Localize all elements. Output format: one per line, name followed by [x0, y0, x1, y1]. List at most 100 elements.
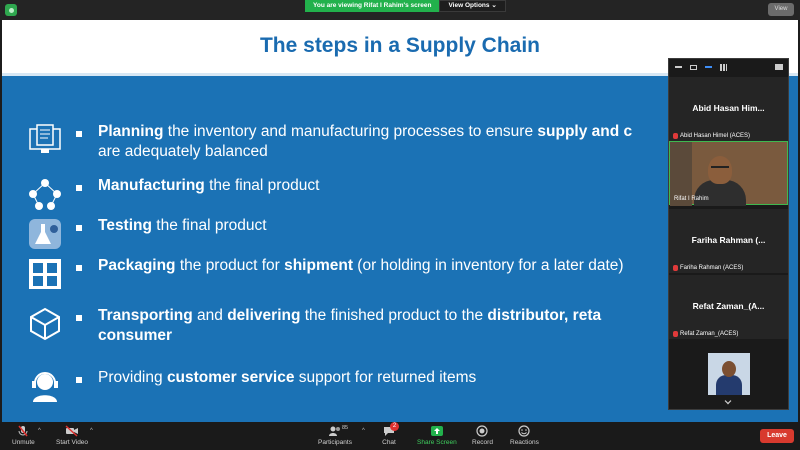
participant-label: Fariha Rahman (ACES) — [673, 265, 743, 271]
step-text: Planning the inventory and manufacturing… — [98, 122, 718, 162]
video-background — [670, 142, 692, 206]
mic-muted-icon — [673, 331, 678, 337]
flask-icon — [26, 216, 64, 252]
view-button[interactable]: View — [768, 3, 794, 16]
participant-label-text: Abid Hasan Himel (ACES) — [680, 133, 751, 139]
gallery-strip-icon[interactable] — [705, 66, 712, 68]
chevron-down-icon[interactable] — [724, 397, 732, 405]
participants-video-panel: Abid Hasan Him... Abid Hasan Himel (ACES… — [668, 58, 789, 410]
participant-label-text: Rifat I Rahim — [674, 196, 709, 202]
step-keyword-2: shipment — [284, 257, 353, 274]
participant-thumbnail[interactable] — [708, 353, 750, 395]
step-keyword: Planning — [98, 123, 164, 140]
participant-tile[interactable]: Refat Zaman_(A... Refat Zaman_(ACES) — [669, 275, 788, 339]
step-packaging: Packaging the product for shipment (or h… — [26, 256, 726, 292]
bullet — [76, 315, 82, 321]
step-body-2: (or holding in inventory for a later dat… — [353, 257, 624, 274]
minimize-icon[interactable] — [675, 66, 682, 68]
network-icon — [26, 176, 64, 212]
participants-label: Participants — [318, 439, 352, 446]
viewing-banner: You are viewing Rifat I Rahim's screen V… — [305, 0, 506, 12]
step-body: the inventory and manufacturing processe… — [163, 123, 538, 140]
package-icon — [26, 256, 64, 292]
video-body — [694, 180, 746, 206]
view-options-button[interactable]: View Options ⌄ — [439, 0, 506, 12]
mic-muted-icon — [673, 133, 678, 139]
slide-title: The steps in a Supply Chain — [259, 34, 541, 57]
step-keyword-2: supply and c — [537, 123, 633, 140]
grid-view-icon[interactable] — [720, 63, 727, 71]
bullet — [76, 265, 82, 271]
step-keyword-4: consumer — [98, 327, 173, 344]
security-shield-icon[interactable] — [5, 4, 17, 16]
participant-label: Refat Zaman_(ACES) — [673, 331, 738, 337]
step-keyword: Testing — [98, 217, 152, 234]
participant-name: Refat Zaman_(A... — [692, 301, 765, 311]
mic-off-icon — [16, 425, 30, 437]
step-body: the final product — [151, 217, 267, 234]
record-icon — [475, 425, 489, 437]
bullet — [76, 225, 82, 231]
record-label: Record — [472, 439, 493, 446]
step-body: support for returned items — [294, 369, 477, 386]
step-testing: Testing the final product — [26, 216, 726, 252]
leave-button[interactable]: Leave — [760, 429, 794, 443]
mic-muted-icon — [673, 265, 678, 271]
video-off-icon — [65, 425, 79, 437]
participants-button[interactable]: 85 Participants — [318, 425, 352, 446]
video-options-caret-icon[interactable]: ^ — [90, 428, 93, 434]
chat-badge: 2 — [390, 422, 399, 431]
step-body: the final product — [204, 177, 320, 194]
reactions-button[interactable]: Reactions — [510, 425, 539, 446]
chat-button[interactable]: 2 Chat — [382, 422, 399, 446]
step-keyword: Packaging — [98, 257, 176, 274]
slide-header: The steps in a Supply Chain — [2, 20, 798, 76]
participants-count: 85 — [341, 425, 349, 431]
participant-video-tile[interactable]: Rifat I Rahim — [669, 141, 788, 206]
step-customer-service: Providing customer service support for r… — [26, 368, 726, 404]
start-video-button[interactable]: Start Video — [56, 425, 88, 446]
meeting-toolbar: Unmute ^ Start Video ^ 85 Participants ^… — [0, 422, 800, 450]
video-glasses — [711, 166, 729, 170]
step-text: Testing the final product — [98, 216, 718, 236]
participant-label: Rifat I Rahim — [674, 196, 709, 202]
top-bar: You are viewing Rifat I Rahim's screen V… — [0, 0, 800, 20]
exit-fullscreen-icon[interactable] — [775, 64, 783, 70]
share-screen-button[interactable]: Share Screen — [417, 425, 457, 446]
chat-label: Chat — [382, 439, 396, 446]
step-keyword-2: delivering — [227, 307, 301, 324]
share-screen-label: Share Screen — [417, 439, 457, 446]
step-keyword-3: distributor, reta — [487, 307, 602, 324]
video-face — [708, 156, 732, 184]
reactions-label: Reactions — [510, 439, 539, 446]
participant-label-text: Refat Zaman_(ACES) — [680, 331, 739, 337]
step-body-2: are adequately balanced — [98, 143, 268, 160]
participant-name: Fariha Rahman (... — [691, 235, 766, 245]
participant-label: Abid Hasan Himel (ACES) — [673, 133, 750, 139]
document-icon — [26, 122, 64, 158]
share-screen-icon — [430, 425, 444, 437]
record-button[interactable]: Record — [472, 425, 493, 446]
audio-options-caret-icon[interactable]: ^ — [38, 428, 41, 434]
bullet — [76, 185, 82, 191]
participant-tile[interactable]: Abid Hasan Him... Abid Hasan Himel (ACES… — [669, 77, 788, 141]
participants-caret-icon[interactable]: ^ — [362, 428, 365, 434]
thumb-body — [716, 375, 742, 395]
step-text: Providing customer service support for r… — [98, 368, 718, 388]
step-text: Packaging the product for shipment (or h… — [98, 256, 718, 276]
panel-toolbar — [669, 59, 788, 75]
step-body-2: the finished product to the — [300, 307, 488, 324]
step-body: and — [192, 307, 228, 324]
speaker-view-icon[interactable] — [690, 64, 697, 70]
unmute-button[interactable]: Unmute — [12, 425, 35, 446]
participant-tile[interactable]: Fariha Rahman (... Fariha Rahman (ACES) — [669, 209, 788, 273]
step-keyword: Manufacturing — [98, 177, 205, 194]
step-transporting: Transporting and delivering the finished… — [26, 306, 726, 346]
participant-name: Abid Hasan Him... — [692, 103, 765, 113]
box-icon — [26, 306, 64, 342]
unmute-label: Unmute — [12, 439, 35, 446]
start-video-label: Start Video — [56, 439, 89, 446]
chat-icon: 2 — [382, 422, 399, 437]
step-text: Manufacturing the final product — [98, 176, 718, 196]
thumb-face — [722, 361, 736, 377]
